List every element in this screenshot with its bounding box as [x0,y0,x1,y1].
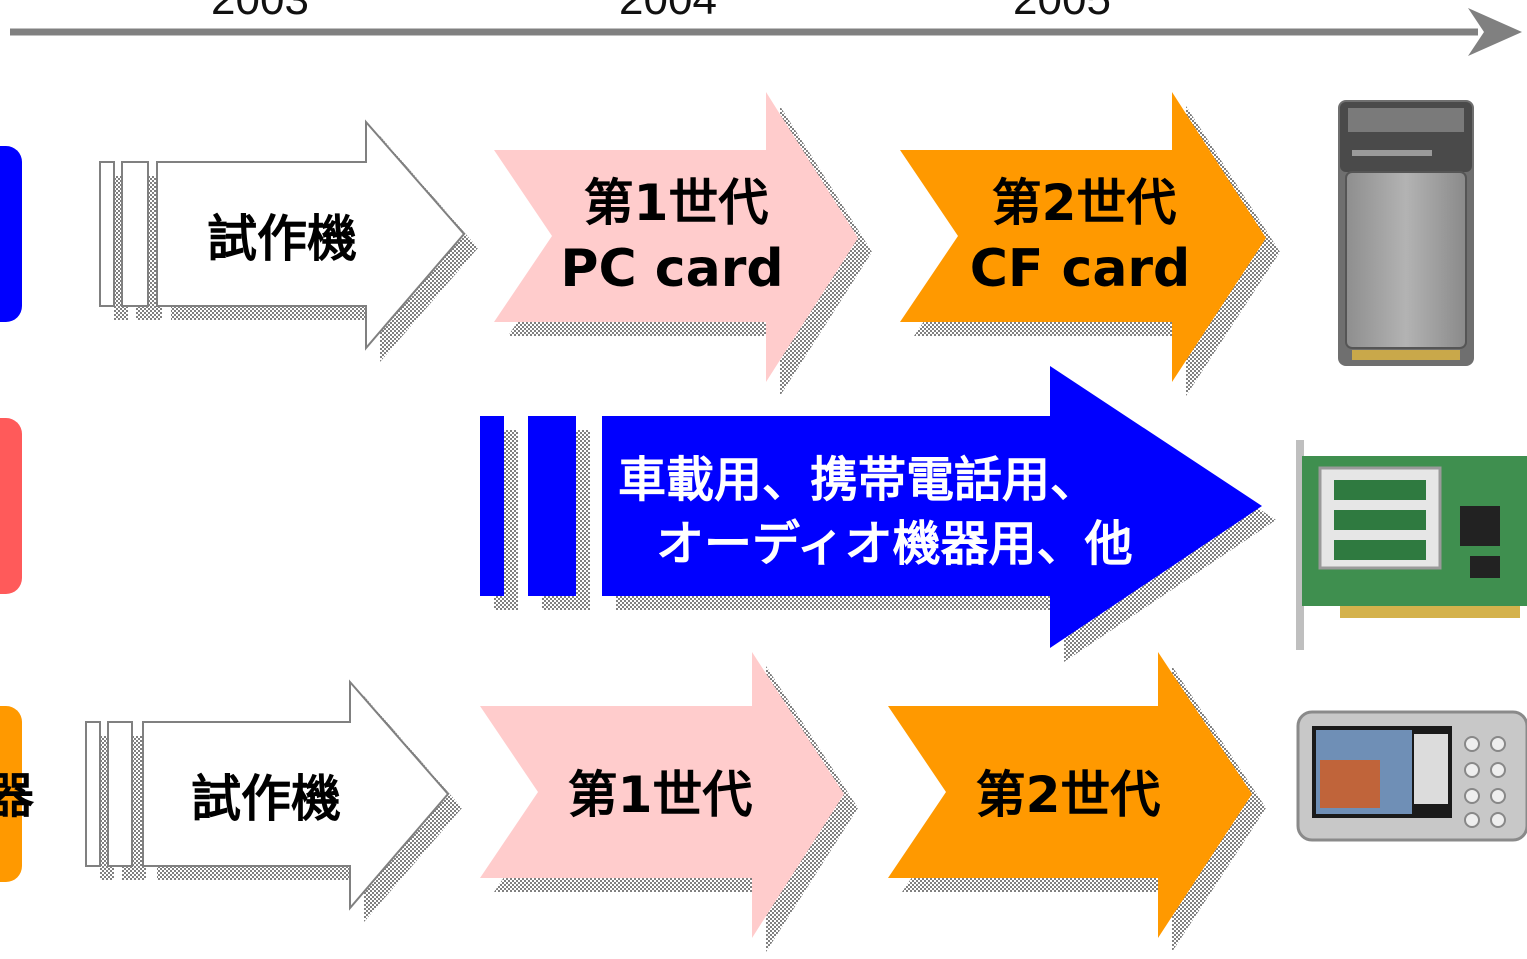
arrow-label: 車載用、携帯電話用、 [618,452,1098,508]
arrow-label: 試作機 [191,770,341,828]
row-2: 車載用、携帯電話用、 オーディオ機器用、他 [480,366,1527,662]
row-marker [0,146,22,322]
arrow-label: 第1世代 [568,766,753,824]
prototype-arrow: 試作機 [85,679,462,922]
application-arrow: 車載用、携帯電話用、 オーディオ機器用、他 [480,366,1276,662]
arrow-label: PC card [560,239,783,299]
year-label: 2003 [211,0,309,24]
row-1: 試作機 第1世代 PC card 第2世代 CF card [99,92,1474,396]
row-3: 試作機 第1世代 第2世代 [85,652,1527,952]
timeline: 2003 2004 2005 [10,0,1522,56]
gen2-arrow: 第2世代 [888,652,1266,952]
arrow-label: オーディオ機器用、他 [656,516,1133,572]
gen2-arrow: 第2世代 CF card [900,92,1280,396]
arrow-label: 第1世代 [584,174,769,232]
row-marker-label: 器 [0,768,35,824]
row-marker [0,418,22,594]
gen1-arrow: 第1世代 PC card [494,92,872,396]
arrow-label: 第2世代 [992,174,1177,232]
arrow-label: 試作機 [207,210,357,268]
pci-board-image [1296,440,1527,650]
year-label: 2004 [619,0,717,24]
year-label: 2005 [1013,0,1111,24]
handheld-device-image [1296,710,1527,842]
arrow-label: 第2世代 [976,766,1161,824]
pc-card-image [1338,100,1474,366]
arrow-label: CF card [970,239,1191,299]
gen1-arrow: 第1世代 [480,652,858,952]
row-marker [0,706,22,882]
prototype-arrow: 試作機 [99,119,478,362]
timeline-arrowhead-icon [1468,8,1522,56]
